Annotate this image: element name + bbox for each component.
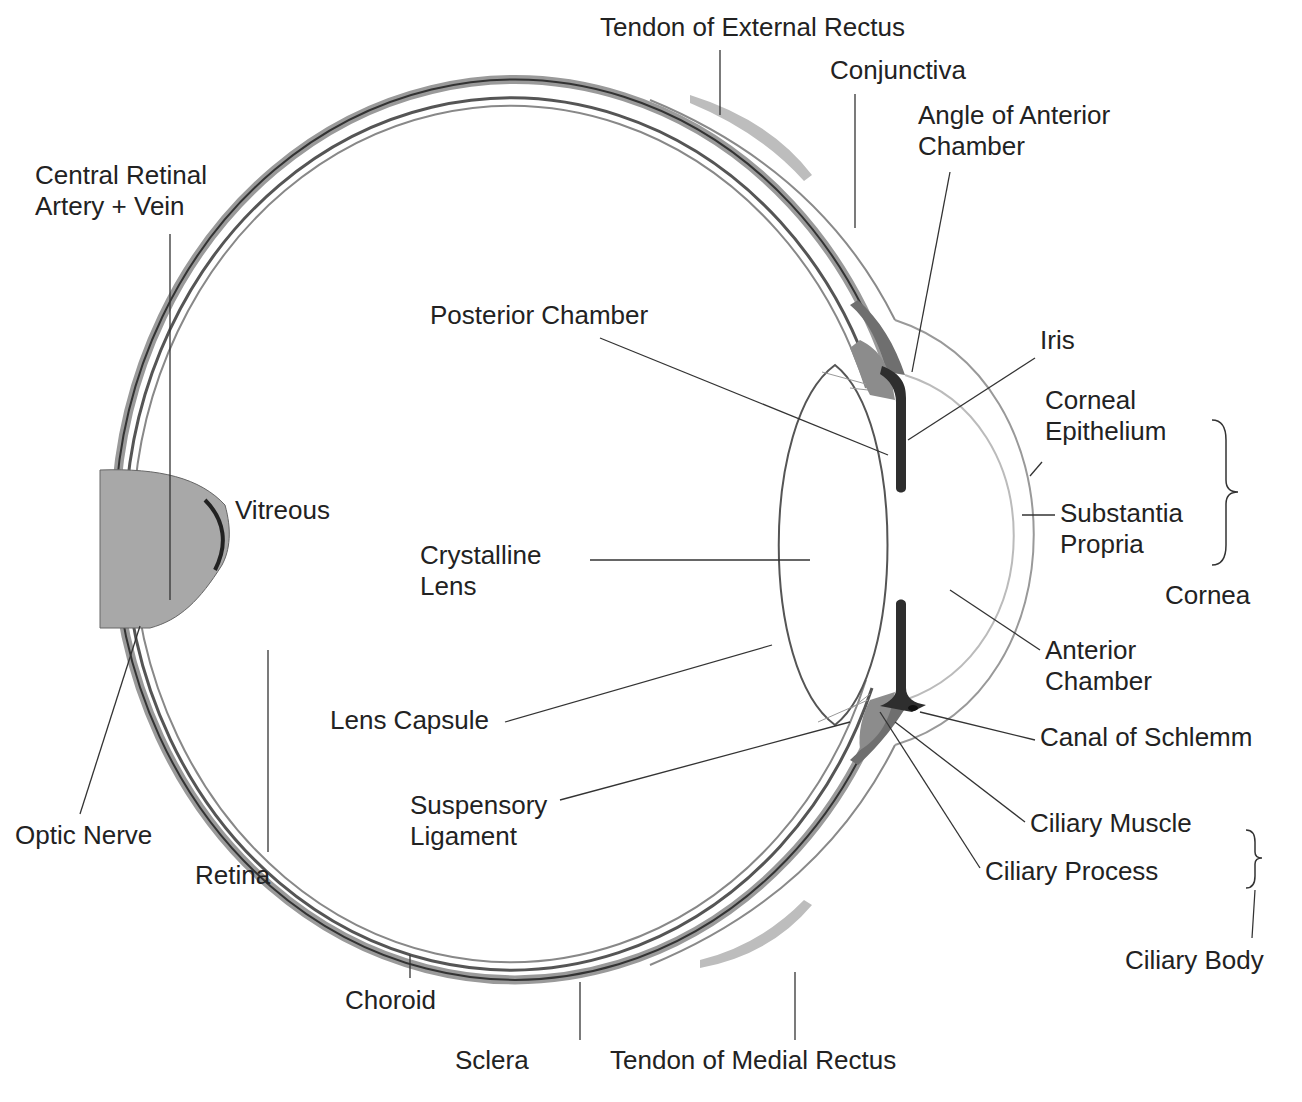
iris bbox=[880, 366, 906, 493]
part-label: Canal of Schlemm bbox=[1040, 722, 1252, 753]
part-label: Vitreous bbox=[235, 495, 330, 526]
part-label: Ciliary Muscle bbox=[1030, 808, 1192, 839]
part-label: Central Retinal Artery + Vein bbox=[35, 160, 275, 222]
part-label: Posterior Chamber bbox=[430, 300, 648, 331]
suspensory-ligament bbox=[818, 372, 870, 722]
part-label: Corneal Epithelium bbox=[1045, 385, 1215, 447]
part-label: Crystalline Lens bbox=[420, 540, 590, 602]
part-label: Cornea bbox=[1165, 580, 1250, 611]
part-label: Anterior Chamber bbox=[1045, 635, 1215, 697]
part-label: Ciliary Body bbox=[1125, 945, 1264, 976]
cornea-brace bbox=[1212, 420, 1238, 565]
part-label: Substantia Propria bbox=[1060, 498, 1230, 560]
part-label: Suspensory Ligament bbox=[410, 790, 610, 852]
part-label: Conjunctiva bbox=[830, 55, 966, 86]
conjunctiva bbox=[650, 100, 895, 320]
optic-disc bbox=[205, 500, 223, 570]
part-label: Tendon of External Rectus bbox=[600, 12, 905, 43]
part-label: Sclera bbox=[455, 1045, 529, 1076]
ciliary-brace bbox=[1246, 830, 1262, 888]
part-label: Angle of Anterior Chamber bbox=[918, 100, 1208, 162]
tendon-medial bbox=[700, 900, 812, 968]
cornea-inner bbox=[905, 375, 1014, 700]
canal-of-schlemm bbox=[908, 705, 918, 711]
crystalline-lens bbox=[779, 365, 888, 725]
part-label: Optic Nerve bbox=[15, 820, 152, 851]
part-label: Choroid bbox=[345, 985, 436, 1016]
leader-lines bbox=[80, 50, 1255, 1040]
sclera-edge bbox=[115, 80, 887, 980]
part-label: Retina bbox=[195, 860, 270, 891]
part-label: Lens Capsule bbox=[330, 705, 489, 736]
sclera bbox=[115, 80, 887, 980]
part-label: Ciliary Process bbox=[985, 856, 1158, 887]
cornea-outer bbox=[895, 320, 1034, 745]
optic-nerve bbox=[100, 470, 229, 628]
retina bbox=[133, 106, 866, 962]
iris bbox=[880, 600, 926, 713]
choroid bbox=[125, 98, 872, 970]
part-label: Iris bbox=[1040, 325, 1075, 356]
part-label: Tendon of Medial Rectus bbox=[610, 1045, 896, 1076]
